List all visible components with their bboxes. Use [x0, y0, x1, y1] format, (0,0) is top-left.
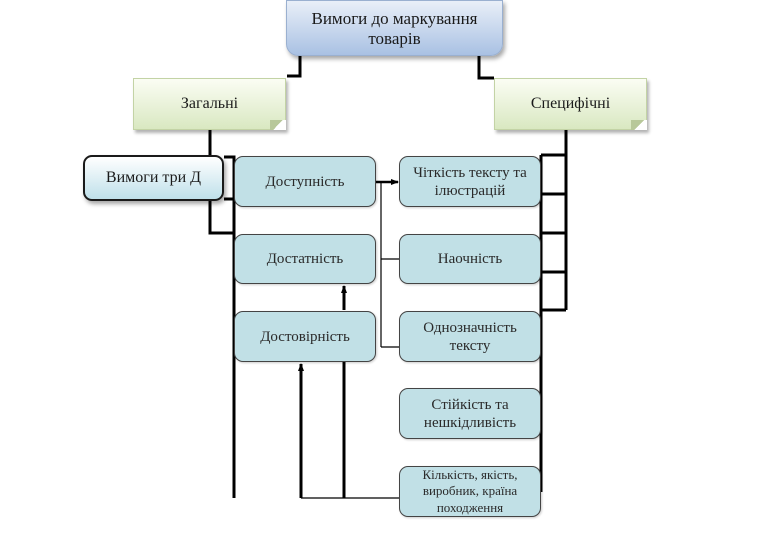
specific-item-stiikist: Стійкість та нешкідливість: [399, 388, 541, 439]
connector-general-bracket: [224, 155, 236, 498]
general-item-label: Достовірність: [260, 328, 350, 345]
category-general: Загальні: [133, 78, 286, 130]
category-specific-label: Специфічні: [530, 95, 611, 113]
root-label: Вимоги до маркування товарів: [311, 8, 478, 48]
specific-item-label: Кількість, якість, виробник, країна похо…: [422, 467, 518, 515]
tri-d-node: Вимоги три Д: [83, 155, 224, 201]
general-item-label: Доступність: [265, 173, 345, 190]
tri-d-label: Вимоги три Д: [105, 169, 202, 187]
general-item-label: Достатність: [266, 251, 344, 267]
general-item-dostupnist: Доступність: [234, 156, 376, 207]
connector-root-specific: [477, 56, 494, 80]
connector-root-general: [287, 56, 302, 78]
specific-item-naochnist: Наочність: [399, 234, 541, 284]
specific-item-label: Стійкість та нешкідливість: [423, 396, 517, 431]
specific-item-label: Наочність: [437, 251, 503, 267]
general-item-dostatnist: Достатність: [234, 234, 376, 284]
specific-item-label: Однозначність тексту: [423, 319, 517, 354]
root-node: Вимоги до маркування товарів: [286, 0, 503, 56]
category-specific: Специфічні: [494, 78, 647, 130]
specific-item-chitkist: Чіткість тексту та ілюстрацій: [399, 156, 541, 207]
category-general-label: Загальні: [180, 95, 239, 113]
specific-item-label: Чіткість тексту та ілюстрацій: [413, 164, 527, 199]
general-item-dostovirnist: Достовірність: [234, 311, 376, 362]
specific-item-odnoznachnist: Однозначність тексту: [399, 311, 541, 362]
specific-item-kilkist: Кількість, якість, виробник, країна похо…: [399, 466, 541, 517]
